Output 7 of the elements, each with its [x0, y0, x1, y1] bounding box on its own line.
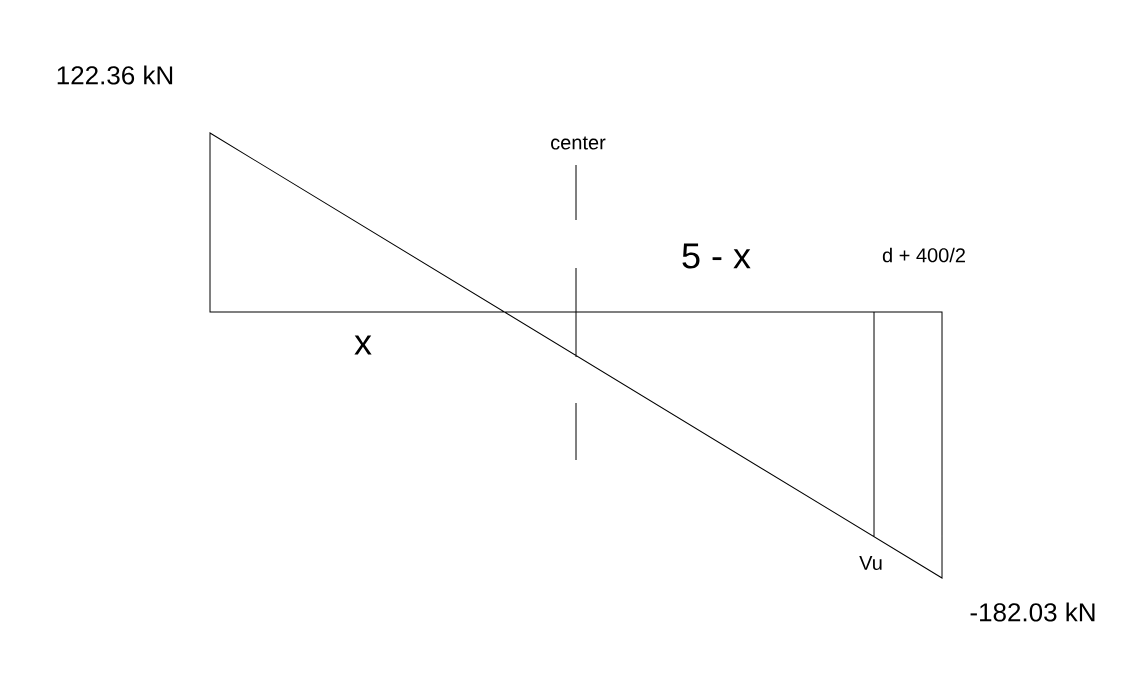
- dimension-label: x: [354, 335, 372, 355]
- centerline-label: center: [551, 136, 606, 150]
- dimension-label: 5 - x: [682, 243, 751, 269]
- dimension-label: d + 400/2: [882, 247, 965, 263]
- value-label: -182.03 kN: [970, 602, 1095, 622]
- shear-label: Vu: [859, 556, 882, 570]
- value-label: 122.36 kN: [57, 65, 173, 85]
